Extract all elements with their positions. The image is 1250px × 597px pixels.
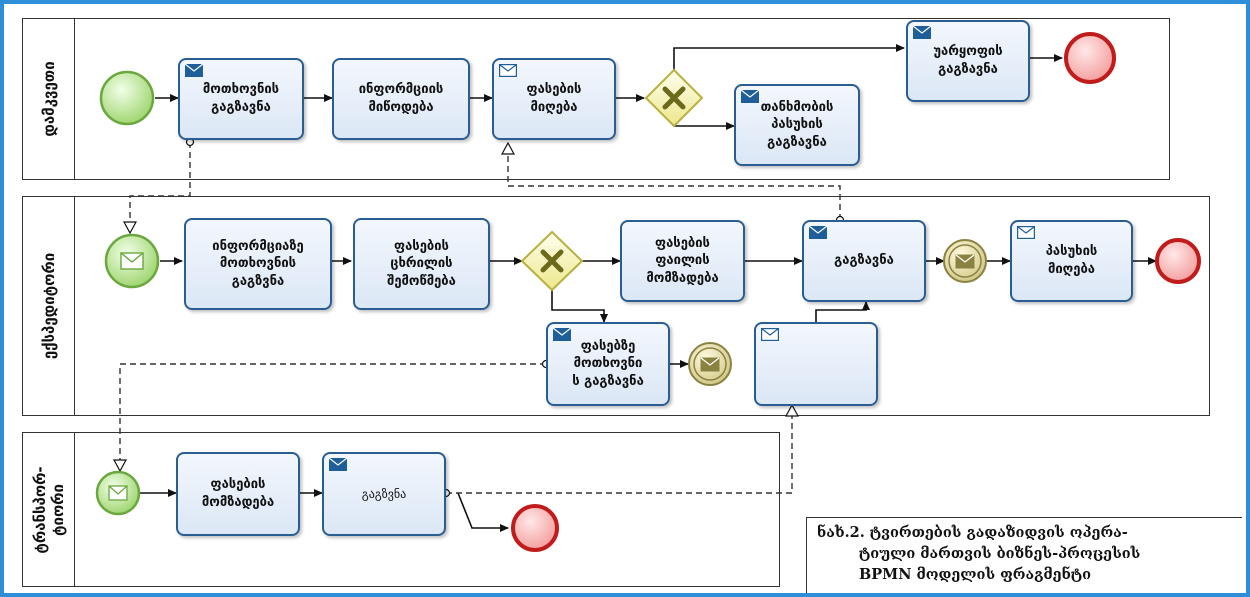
task-check-price-table[interactable]: ფასების ცხრილის შემოწმება: [353, 218, 490, 310]
caption-line-2: ტიული მართვის ბიზნეს-პროცესის: [859, 545, 1141, 563]
task-carrier-send[interactable]: გაგზვნა: [322, 452, 446, 536]
envelope-icon: [809, 226, 827, 239]
task-prepare-price-file[interactable]: ფასების ფაილის მომზადება: [620, 220, 745, 302]
task-receive-carrier-message[interactable]: [754, 322, 878, 406]
envelope-outline-icon: [761, 328, 779, 341]
task-send[interactable]: გაგზავნა: [802, 220, 926, 302]
task-label: გაგზვნა: [361, 486, 407, 501]
task-receive-response[interactable]: პასუხის მიღება: [1010, 220, 1133, 302]
envelope-icon: [913, 26, 931, 39]
task-label: პასუხის მიღება: [1045, 244, 1098, 277]
task-send-acceptance[interactable]: თანხმობის პასუხის გაგზავნა: [734, 84, 860, 166]
task-label: გაგზავნა: [834, 253, 894, 269]
task-label: ფასების ფაილის მომზადება: [646, 235, 719, 286]
envelope-icon: [741, 90, 759, 103]
caption-line-3: BPMN მოდელის ფრაგმენტი: [859, 566, 1092, 584]
task-label: ინფორმციის მიწოდება: [358, 82, 444, 115]
task-send-request[interactable]: მოთხოვნის გაგზავნა: [178, 58, 304, 140]
lane-header: ტრანსპორ-ტიორი: [23, 433, 75, 586]
lane-header: ექსპედიტორი: [23, 197, 75, 415]
lane-title-forwarder: ექსპედიტორი: [39, 252, 58, 360]
task-prepare-prices[interactable]: ფასების მომზადება: [176, 452, 300, 536]
task-receive-prices[interactable]: ფასების მიღება: [492, 58, 616, 140]
task-send-info-request[interactable]: ინფორმციაზე მოთხოვნის გაგზვნა: [184, 218, 332, 310]
task-label: ინფორმციაზე მოთხოვნის გაგზვნა: [212, 238, 304, 289]
task-label: ფასების მიღება: [526, 82, 582, 115]
task-send-rejection[interactable]: უარყოფის გაგზავნა: [906, 20, 1030, 102]
figure-caption: ნახ.2. ტვირთების გადაზიდვის ოპერა- ტიული…: [806, 517, 1242, 593]
task-label: უარყოფის გაგზავნა: [933, 44, 1003, 77]
envelope-icon: [185, 64, 203, 77]
envelope-icon: [329, 458, 347, 471]
caption-line-1: ნახ.2. ტვირთების გადაზიდვის ოპერა-: [817, 524, 1128, 541]
task-send-price-request[interactable]: ფასებზე მოთხოვნი ს გაგზავნა: [546, 322, 670, 406]
task-label: ფასებზე მოთხოვნი ს გაგზავნა: [572, 338, 644, 389]
lane-title-carrier: ტრანსპორ-ტიორი: [30, 465, 67, 554]
task-label: მოთხოვნის გაგზავნა: [202, 82, 280, 115]
task-label: თანხმობის პასუხის გაგზავნა: [760, 99, 834, 150]
envelope-outline-icon: [1017, 226, 1035, 239]
task-provide-info[interactable]: ინფორმციის მიწოდება: [332, 58, 470, 140]
task-label: ფასების მომზადება: [201, 477, 275, 510]
task-label: ფასების ცხრილის შემოწმება: [387, 238, 456, 289]
envelope-outline-icon: [499, 64, 517, 77]
lane-header: დამკვეთი: [23, 19, 75, 179]
lane-title-customer: დამკვეთი: [39, 61, 58, 137]
envelope-icon: [553, 328, 571, 341]
